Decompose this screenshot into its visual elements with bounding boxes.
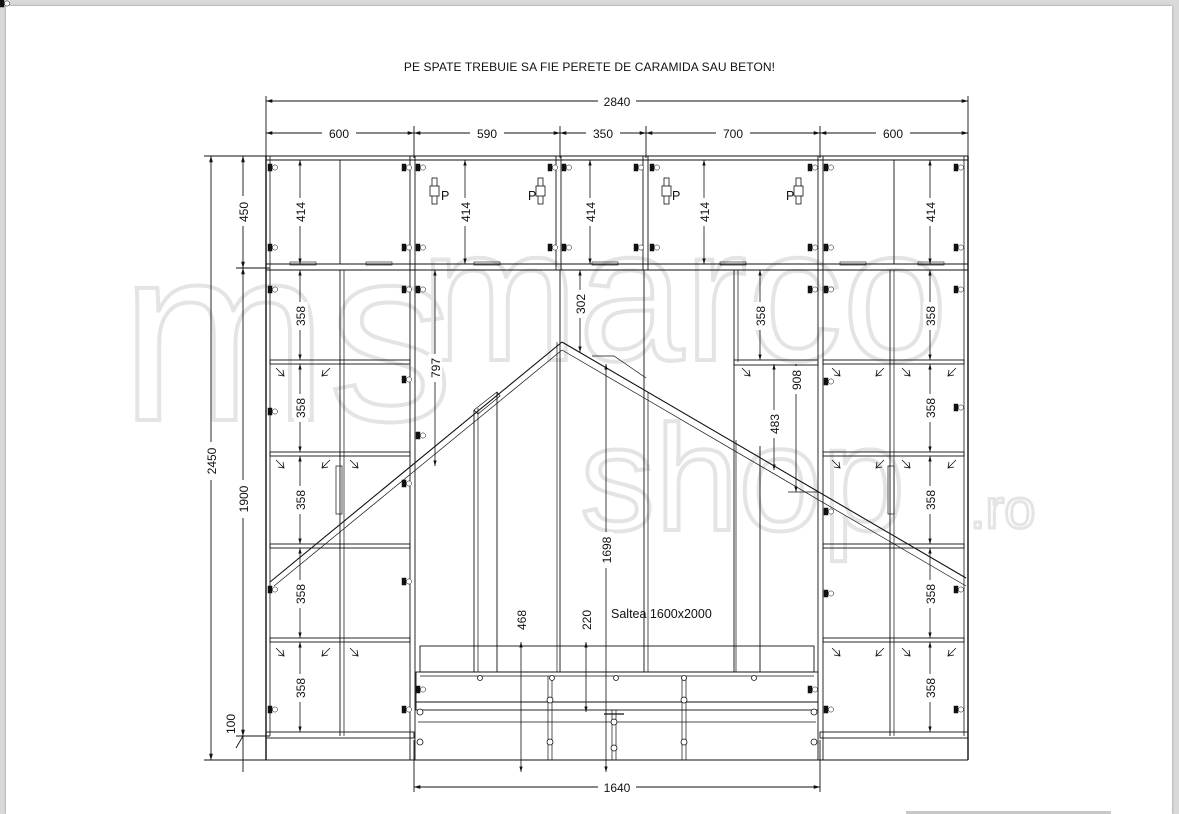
dim-shelf-r1: 358 [924,306,938,326]
piston-label-2: P [528,189,536,203]
dim-shelf-r3: 358 [924,490,938,510]
dim-seg1: 600 [329,127,349,141]
dim-right-drop: 908 [790,370,804,390]
drawing-sheet [6,6,1172,814]
dim-shelf-l4: 358 [294,584,308,604]
dim-shelf-l1: 358 [294,306,308,326]
dim-bed-468: 468 [515,610,529,630]
dim-seg3: 350 [593,127,613,141]
dim-middle-shelf: 358 [754,306,768,326]
piston-label-4: P [786,189,794,203]
dim-top-height: 450 [237,202,251,222]
dim-total-width: 2840 [604,95,631,109]
dim-headboard: 1698 [600,536,614,563]
bottom-strip [906,811,1111,814]
dim-shelf-r4: 358 [924,584,938,604]
piston-label-3: P [672,189,680,203]
dim-shelf-l5: 358 [294,678,308,698]
dim-shelf-l2: 358 [294,398,308,418]
dim-total-height: 2450 [205,447,219,474]
dim-seg5: 600 [883,127,903,141]
dim-lower-height: 1900 [237,485,251,512]
dim-shelf-r5: 358 [924,678,938,698]
dim-seg2: 590 [477,127,497,141]
dim-bed-220: 220 [580,610,594,630]
dim-top-inner-5: 414 [924,202,938,222]
dim-seg4: 700 [723,127,743,141]
dim-top-inner-4: 414 [698,202,712,222]
dim-side-drop: 797 [429,358,443,378]
warning-note: PE SPATE TREBUIE SA FIE PERETE DE CARAMI… [403,60,776,74]
dim-shelf-l3: 358 [294,490,308,510]
dim-top-inner-1: 414 [294,202,308,222]
dim-bed-width: 1640 [604,781,631,795]
dim-arch-top: 302 [574,294,588,314]
piston-label-1: P [441,189,449,203]
dim-top-inner-3: 414 [584,202,598,222]
mattress-label: Saltea 1600x2000 [611,607,712,621]
dim-shelf-r2: 358 [924,398,938,418]
dim-top-inner-2: 414 [459,202,473,222]
dim-base-height: 100 [224,714,238,734]
dim-right-inner: 483 [768,414,782,434]
